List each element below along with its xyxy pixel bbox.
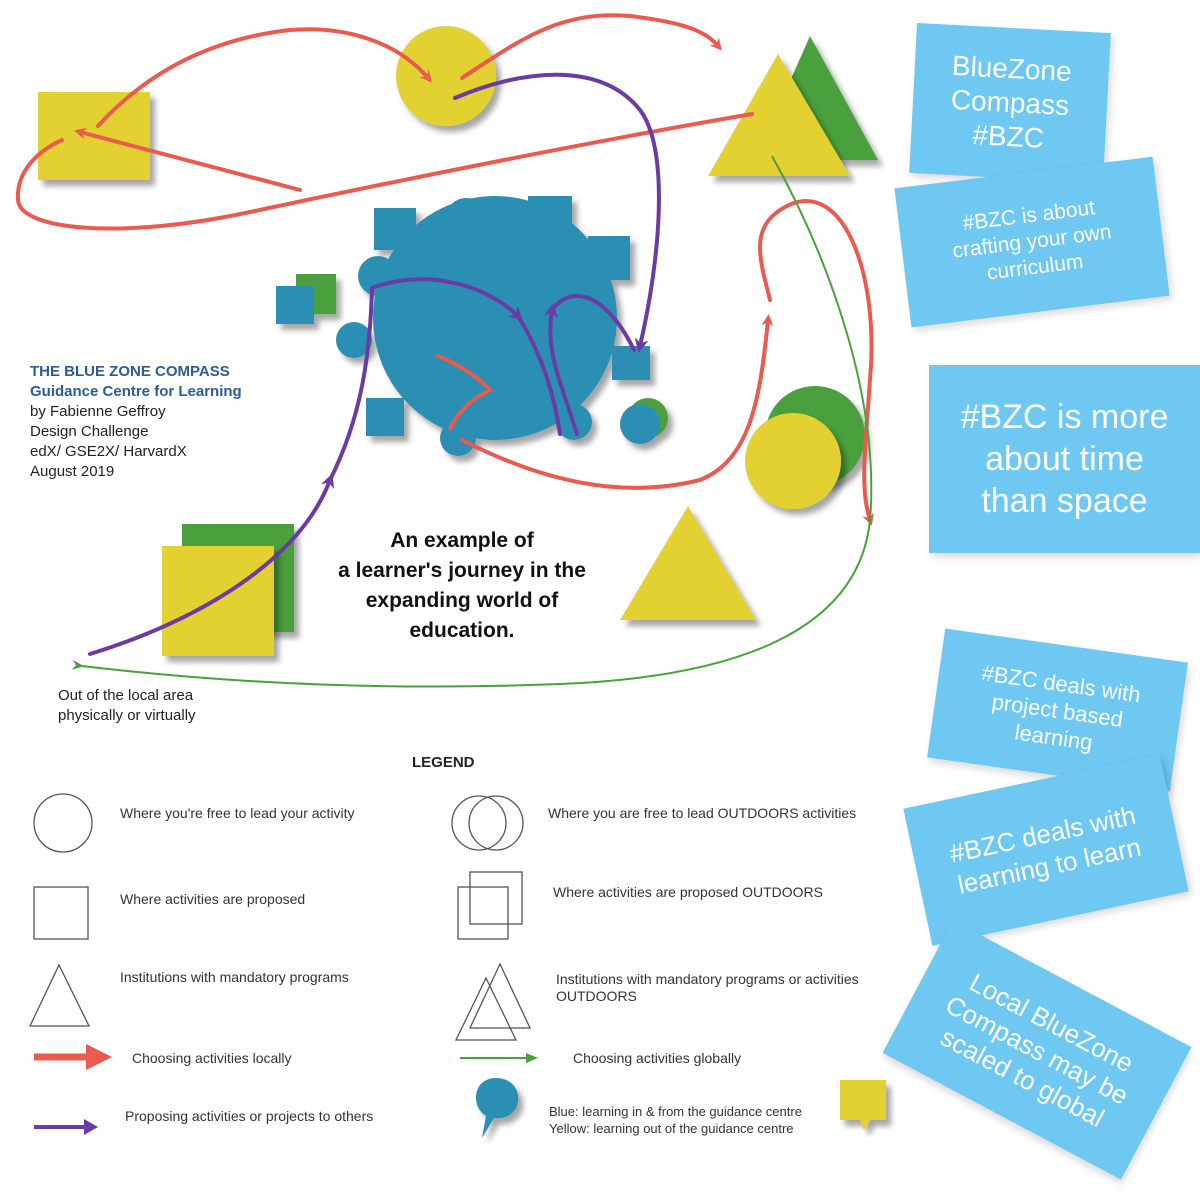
red-local-arrows — [15, 13, 874, 526]
legend-bubble-labels: Blue: learning in & from the guidance ce… — [549, 1103, 802, 1137]
outside-area-label: Out of the local area physically or virt… — [58, 686, 196, 726]
headline-line: expanding world of — [365, 589, 559, 612]
legend-triangle-label: Institutions with mandatory programs — [120, 969, 349, 985]
legend-symbols — [28, 793, 532, 1041]
legend-triangle-outdoors-icon-b — [468, 962, 532, 1029]
legend-square-icon — [33, 886, 89, 940]
credits-challenge: Design Challenge — [30, 423, 149, 440]
credits-subtitle: Guidance Centre for Learning — [30, 383, 242, 400]
legend-blue-bubble-icon — [476, 1078, 519, 1138]
credits-block: THE BLUE ZONE COMPASS Guidance Centre fo… — [30, 362, 242, 482]
legend-purple-arrowhead — [84, 1119, 98, 1135]
legend-triangle-icon — [28, 963, 91, 1027]
note-line: #BZC is more — [960, 398, 1169, 436]
diagram-headline: An example of a learner's journey in the… — [322, 526, 602, 646]
note-line: #BZC — [971, 119, 1045, 154]
legend-circle-icon — [33, 793, 93, 853]
legend-triangle-outdoors-icon-a — [454, 976, 518, 1041]
legend-square-label: Where activities are proposed — [120, 891, 306, 907]
legend-blue-bubble-label: Blue: learning in & from the guidance ce… — [549, 1104, 802, 1119]
credits-title: THE BLUE ZONE COMPASS — [30, 363, 230, 380]
legend-green-arrowhead — [526, 1053, 538, 1063]
outside-label-line: physically or virtually — [58, 707, 196, 724]
legend-square-outdoors-icon-a — [457, 886, 509, 940]
legend-yellow-bubble-label: Yellow: learning out of the guidance cen… — [549, 1121, 794, 1136]
legend-square-outdoors-label: Where activities are proposed OUTDOORS — [553, 884, 823, 900]
note-line: than space — [981, 482, 1148, 520]
headline-line: education. — [409, 619, 515, 642]
credits-date: August 2019 — [30, 463, 115, 480]
legend-triangle-outdoors-line: Institutions with mandatory programs or … — [556, 971, 859, 987]
guidance-centre-cluster — [276, 196, 668, 456]
headline-line: a learner's journey in the — [338, 559, 586, 582]
legend-triangle-outdoors-label: Institutions with mandatory programs or … — [556, 971, 859, 1005]
legend-square-outdoors-icon-b — [469, 871, 523, 925]
yellow-triangle-right — [620, 506, 756, 620]
purple-propose-arrows — [88, 72, 661, 656]
legend-purple-arrow-label: Proposing activities or projects to othe… — [125, 1108, 374, 1124]
note-time-space: #BZC is more about time than space — [929, 365, 1200, 553]
legend-triangle-outdoors-line: OUTDOORS — [556, 988, 637, 1004]
legend-circle-outdoors-icon-a — [451, 795, 507, 851]
yellow-triangle-top-right — [708, 54, 850, 176]
legend-circle-outdoors-label: Where you are free to lead OUTDOORS acti… — [548, 805, 857, 821]
green-global-arrow — [71, 155, 873, 688]
legend-circle-label: Where you're free to lead your activity — [120, 805, 355, 821]
yellow-circle-top — [396, 26, 496, 126]
legend-green-arrow-label: Choosing activities globally — [573, 1050, 742, 1066]
note-line: about time — [985, 440, 1144, 478]
note-line: Compass — [950, 83, 1070, 122]
credits-course: edX/ GSE2X/ HarvardX — [30, 443, 187, 460]
legend-circle-outdoors-icon-b — [468, 795, 524, 851]
yellow-square-bottom-left — [162, 546, 274, 656]
legend-red-arrow-label: Choosing activities locally — [132, 1050, 292, 1066]
legend-title: LEGEND — [412, 754, 475, 771]
headline-line: An example of — [390, 529, 534, 552]
legend-red-arrowhead — [86, 1044, 112, 1070]
outside-label-line: Out of the local area — [58, 687, 194, 704]
legend-yellow-bubble-icon — [840, 1080, 886, 1130]
credits-author: by Fabienne Geffroy — [30, 403, 166, 420]
note-bluezone-compass: BlueZone Compass #BZC — [909, 23, 1111, 183]
yellow-circle-right — [745, 413, 841, 509]
